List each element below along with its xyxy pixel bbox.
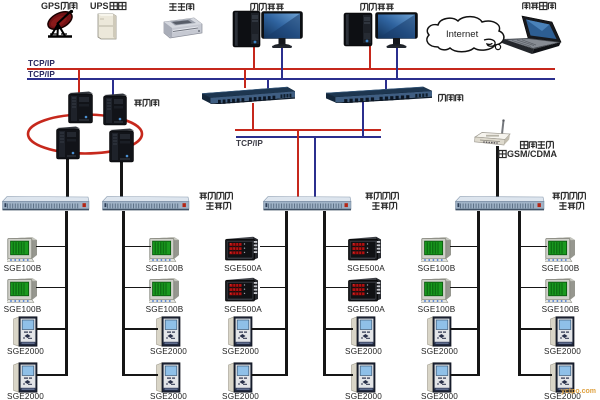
svg-text:Internet: Internet <box>446 29 479 40</box>
